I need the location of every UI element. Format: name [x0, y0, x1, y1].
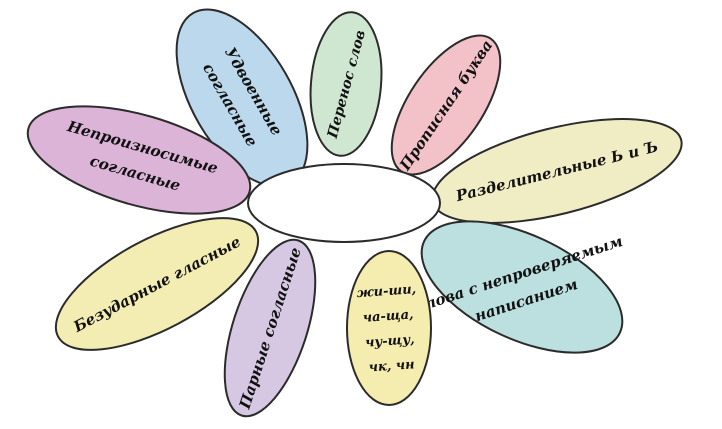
petal-shape-zhi-shi [346, 250, 432, 406]
petal-shape-perenos [309, 11, 383, 157]
petal-perenos: Перенос слов [309, 11, 383, 157]
petal-shape-bezudarnye [54, 217, 260, 351]
petal-label-line: чк, чн [368, 357, 415, 375]
petal-label-line: чу-щу, [365, 332, 415, 350]
petal-label-zhi-shi: жи-ши, ча-ща, чу-щу, чк, чн [356, 282, 422, 376]
petal-razdelitelnye: Разделительные Ь и Ъ [431, 118, 683, 224]
petal-shape-parnye [223, 238, 317, 418]
petal-neproiznosimye: Непроизносимыесогласные [26, 105, 252, 215]
petal-label-line: жи-ши, [356, 282, 416, 301]
petal-label-line: ча-ща, [362, 307, 414, 326]
petal-udvoennye: Удвоенныесогласные [175, 8, 309, 188]
petal-shape-nepoveryaemye [420, 220, 624, 354]
flower-center [247, 163, 441, 243]
petal-zhi-shi: жи-ши, ча-ща, чу-щу, чк, чн [346, 250, 432, 406]
petal-nepoveryaemye: Слова с непроверяемымнаписанием [411, 220, 625, 354]
petal-shape-neproiznosimye [26, 105, 252, 215]
